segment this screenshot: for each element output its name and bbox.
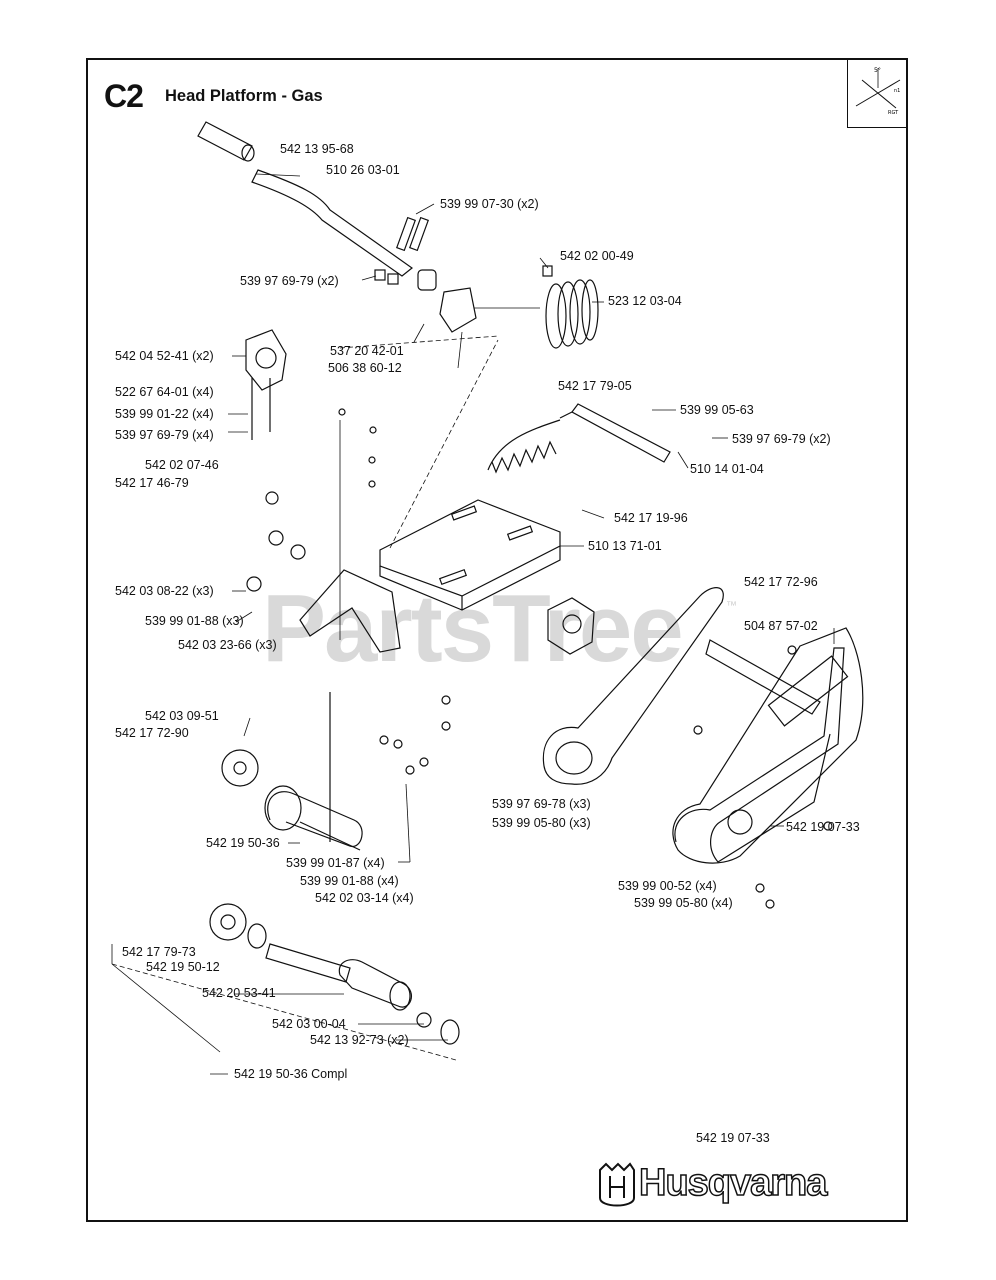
part-label: 537 20 42-01	[330, 344, 404, 358]
sleeve	[338, 959, 413, 1008]
part-label: 539 99 01-88 (x4)	[300, 874, 399, 888]
part-label: 539 99 05-80 (x4)	[634, 896, 733, 910]
arm-frame	[705, 639, 821, 715]
part-label: 539 97 69-79 (x2)	[732, 432, 831, 446]
part-label: 539 99 00-52 (x4)	[618, 879, 717, 893]
part-label: 542 03 08-22 (x3)	[115, 584, 214, 598]
part-label: 542 17 46-79	[115, 476, 189, 490]
part-label: 506 38 60-12	[328, 361, 402, 375]
nut	[374, 269, 386, 281]
bearing-housing-left	[245, 329, 287, 391]
part-label: 542 04 52-41 (x2)	[115, 349, 214, 363]
husqvarna-logo	[599, 1162, 635, 1207]
part-label: 542 03 23-66 (x3)	[178, 638, 277, 652]
belt-guard-cover	[672, 627, 864, 864]
crown-emblem-icon	[599, 1162, 635, 1207]
drum-shaft	[267, 791, 363, 847]
drawing-number: 542 19 07-33	[696, 1131, 770, 1145]
part-label: 539 99 05-80 (x3)	[492, 816, 591, 830]
clamp-bracket	[439, 287, 477, 333]
svg-text:RGT: RGT	[888, 110, 899, 116]
bearing	[440, 1019, 460, 1045]
section-code: C2	[104, 78, 144, 114]
part-label: 539 99 01-22 (x4)	[115, 407, 214, 421]
part-label: 542 17 79-73	[122, 945, 196, 959]
part-label: 542 02 07-46	[145, 458, 219, 472]
part-label: 542 03 09-51	[145, 709, 219, 723]
part-label: 539 99 07-30 (x2)	[440, 197, 539, 211]
orientation-icon: 5° n1 RGT	[847, 58, 908, 128]
clamp	[417, 269, 437, 291]
part-label: 522 67 64-01 (x4)	[115, 385, 214, 399]
part-label: 504 87 57-02	[744, 619, 818, 633]
part-label: 542 20 53-41	[202, 986, 276, 1000]
svg-text:5°: 5°	[874, 67, 881, 74]
part-label: 510 14 01-04	[690, 462, 764, 476]
part-label: 542 17 72-96	[744, 575, 818, 589]
part-label: 539 97 69-79 (x2)	[240, 274, 339, 288]
belt-guard	[674, 647, 845, 863]
part-label: 539 99 01-88 (x3)	[145, 614, 244, 628]
mount-bracket	[299, 569, 401, 653]
part-label: 542 19 07-33	[786, 820, 860, 834]
part-label: 523 12 03-04	[608, 294, 682, 308]
part-label: 542 02 03-14 (x4)	[315, 891, 414, 905]
part-label: 510 26 03-01	[326, 163, 400, 177]
washer	[416, 1012, 432, 1028]
part-label: 542 13 95-68	[280, 142, 354, 156]
pulley	[221, 749, 259, 787]
watermark-trademark: ™	[726, 600, 737, 612]
throttle-spring	[545, 279, 599, 349]
cap	[542, 265, 553, 277]
part-label: 539 99 01-87 (x4)	[286, 856, 385, 870]
bearing	[247, 923, 267, 949]
brand-name: Husqvarna	[638, 1161, 828, 1205]
bearing-housing-right	[547, 597, 595, 655]
lever-arm	[571, 403, 671, 463]
part-label: 510 13 71-01	[588, 539, 662, 553]
bearing	[209, 903, 247, 941]
part-label: 539 99 05-63	[680, 403, 754, 417]
shaft	[265, 943, 351, 983]
bolt	[395, 216, 417, 252]
section-title: Head Platform - Gas	[165, 87, 323, 105]
part-label: 539 97 69-78 (x3)	[492, 797, 591, 811]
part-label: 542 17 19-96	[614, 511, 688, 525]
part-label: 542 19 50-36	[206, 836, 280, 850]
bolt	[408, 216, 430, 252]
watermark: PartsTree	[262, 575, 684, 682]
part-label: 542 17 79-05	[558, 379, 632, 393]
diagram-frame	[86, 58, 908, 1222]
part-label: 542 19 50-12	[146, 960, 220, 974]
part-label: 542 03 00-04	[272, 1017, 346, 1031]
svg-text:n1: n1	[894, 88, 900, 94]
part-label: 542 02 00-49	[560, 249, 634, 263]
part-label: 542 13 92-73 (x2)	[310, 1033, 409, 1047]
part-label: 542 19 50-36 Compl	[234, 1067, 348, 1081]
handle-grip	[197, 121, 253, 161]
part-label: 542 17 72-90	[115, 726, 189, 740]
tension-spring	[487, 419, 561, 474]
nut	[387, 273, 399, 285]
belt-arm	[542, 587, 724, 785]
handle-bar	[251, 169, 413, 277]
part-label: 539 97 69-79 (x4)	[115, 428, 214, 442]
